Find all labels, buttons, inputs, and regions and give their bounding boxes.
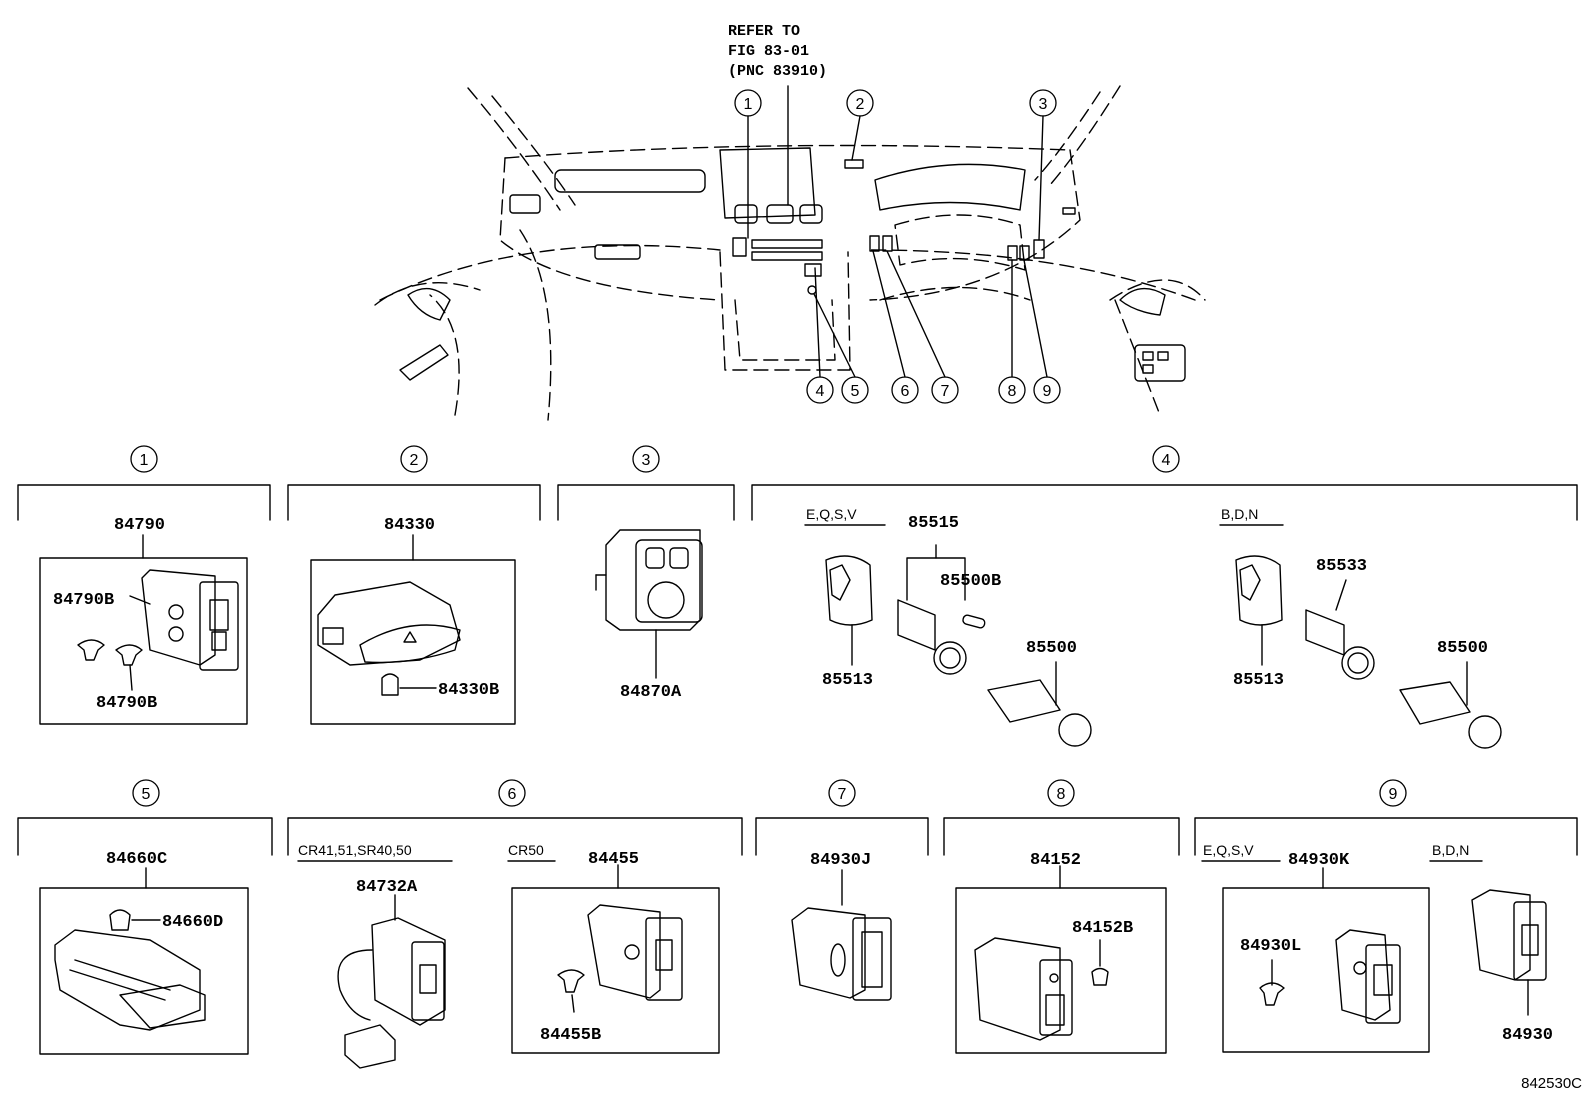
part-85500-b: 85500	[1437, 639, 1488, 658]
dash-callout-2: 2	[856, 96, 865, 113]
part-84930K: 84930K	[1288, 851, 1350, 870]
part-84455B: 84455B	[540, 1026, 601, 1045]
dash-callout-8: 8	[1008, 383, 1017, 400]
refer-note: REFER TO FIG 83-01 (PNC 83910)	[728, 23, 827, 80]
dashboard-illustration	[374, 85, 1206, 421]
group-callout-2: 2	[410, 452, 419, 469]
variant-g9-right: B,D,N	[1432, 842, 1469, 858]
row1-group-callouts: 1 2 3 4	[130, 445, 1180, 473]
part-84330B: 84330B	[438, 681, 499, 700]
group-3-labels: 84870A	[620, 683, 682, 702]
part-84870A: 84870A	[620, 683, 682, 702]
part-84455: 84455	[588, 850, 639, 869]
dashboard-callouts: 1 2 3 4 5 6 7 8 9	[734, 89, 1061, 404]
dash-callout-3: 3	[1039, 96, 1048, 113]
part-85500B: 85500B	[940, 572, 1001, 591]
part-85515: 85515	[908, 514, 959, 533]
part-84152B: 84152B	[1072, 919, 1133, 938]
group-callout-7: 7	[838, 786, 847, 803]
part-84930J: 84930J	[810, 851, 871, 870]
group-callout-8: 8	[1057, 786, 1066, 803]
part-85533: 85533	[1316, 557, 1367, 576]
group-1-window-switch	[39, 534, 248, 725]
group-9-labels: E,Q,S,V B,D,N 84930K 84930L 84930	[1203, 842, 1553, 1045]
group-4-labels: E,Q,S,V B,D,N 85515 85500B 85513 85500 8…	[806, 506, 1488, 690]
part-84660D: 84660D	[162, 913, 223, 932]
row2-group-callouts: 5 6 7 8 9	[132, 779, 1407, 807]
part-85513-a: 85513	[822, 671, 873, 690]
dashboard-solids	[399, 147, 1186, 382]
group-1-labels: 84790 84790B 84790B	[53, 516, 165, 713]
group-callout-3: 3	[642, 452, 651, 469]
group-3-mirror-switch	[595, 529, 703, 679]
group-2-hazard-switch	[310, 534, 516, 725]
dash-callout-7: 7	[941, 383, 950, 400]
group-4-cigarette-lighter	[804, 524, 1502, 749]
group-8-labels: 84152 84152B	[1030, 851, 1133, 938]
variant-g9-left: E,Q,S,V	[1203, 842, 1254, 858]
group-6-labels: CR41,51,SR40,50 CR50 84732A 84455 84455B	[298, 842, 639, 1045]
group-9-switches	[1201, 860, 1547, 1053]
variant-g6-left: CR41,51,SR40,50	[298, 842, 412, 858]
dashboard-leaders	[747, 85, 1048, 378]
row1-group-brackets	[17, 484, 1578, 521]
group-callout-5: 5	[142, 786, 151, 803]
dash-callout-9: 9	[1043, 383, 1052, 400]
dash-callout-5: 5	[851, 383, 860, 400]
figure-id: 842530C	[1521, 1075, 1582, 1092]
part-84790: 84790	[114, 516, 165, 535]
refer-line-2: FIG 83-01	[728, 43, 809, 60]
part-84152: 84152	[1030, 851, 1081, 870]
group-2-labels: 84330 84330B	[384, 516, 499, 700]
variant-g4-left: E,Q,S,V	[806, 506, 857, 522]
group-callout-1: 1	[140, 452, 149, 469]
group-7-labels: 84930J	[810, 851, 871, 870]
part-85513-b: 85513	[1233, 671, 1284, 690]
row2-group-brackets	[17, 817, 1578, 856]
dash-callout-4: 4	[816, 383, 825, 400]
part-85500-a: 85500	[1026, 639, 1077, 658]
group-callout-6: 6	[508, 786, 517, 803]
part-84790B-a: 84790B	[53, 591, 114, 610]
group-callout-4: 4	[1162, 452, 1171, 469]
part-84930: 84930	[1502, 1026, 1553, 1045]
part-84660C: 84660C	[106, 850, 167, 869]
group-7-switch	[791, 869, 892, 1001]
group-8-dimmer	[955, 865, 1167, 1054]
refer-line-3: (PNC 83910)	[728, 63, 827, 80]
group-6-switches	[297, 860, 720, 1069]
variant-g4-right: B,D,N	[1221, 506, 1258, 522]
dash-callout-1: 1	[744, 96, 753, 113]
part-84790B-b: 84790B	[96, 694, 157, 713]
group-callout-9: 9	[1389, 786, 1398, 803]
part-84732A: 84732A	[356, 878, 418, 897]
group-5-labels: 84660C 84660D	[106, 850, 223, 932]
refer-line-1: REFER TO	[728, 23, 800, 40]
variant-g6-right: CR50	[508, 842, 544, 858]
part-84330: 84330	[384, 516, 435, 535]
dash-callout-6: 6	[901, 383, 910, 400]
group-5-control-panel	[39, 867, 249, 1055]
part-84930L: 84930L	[1240, 937, 1301, 956]
